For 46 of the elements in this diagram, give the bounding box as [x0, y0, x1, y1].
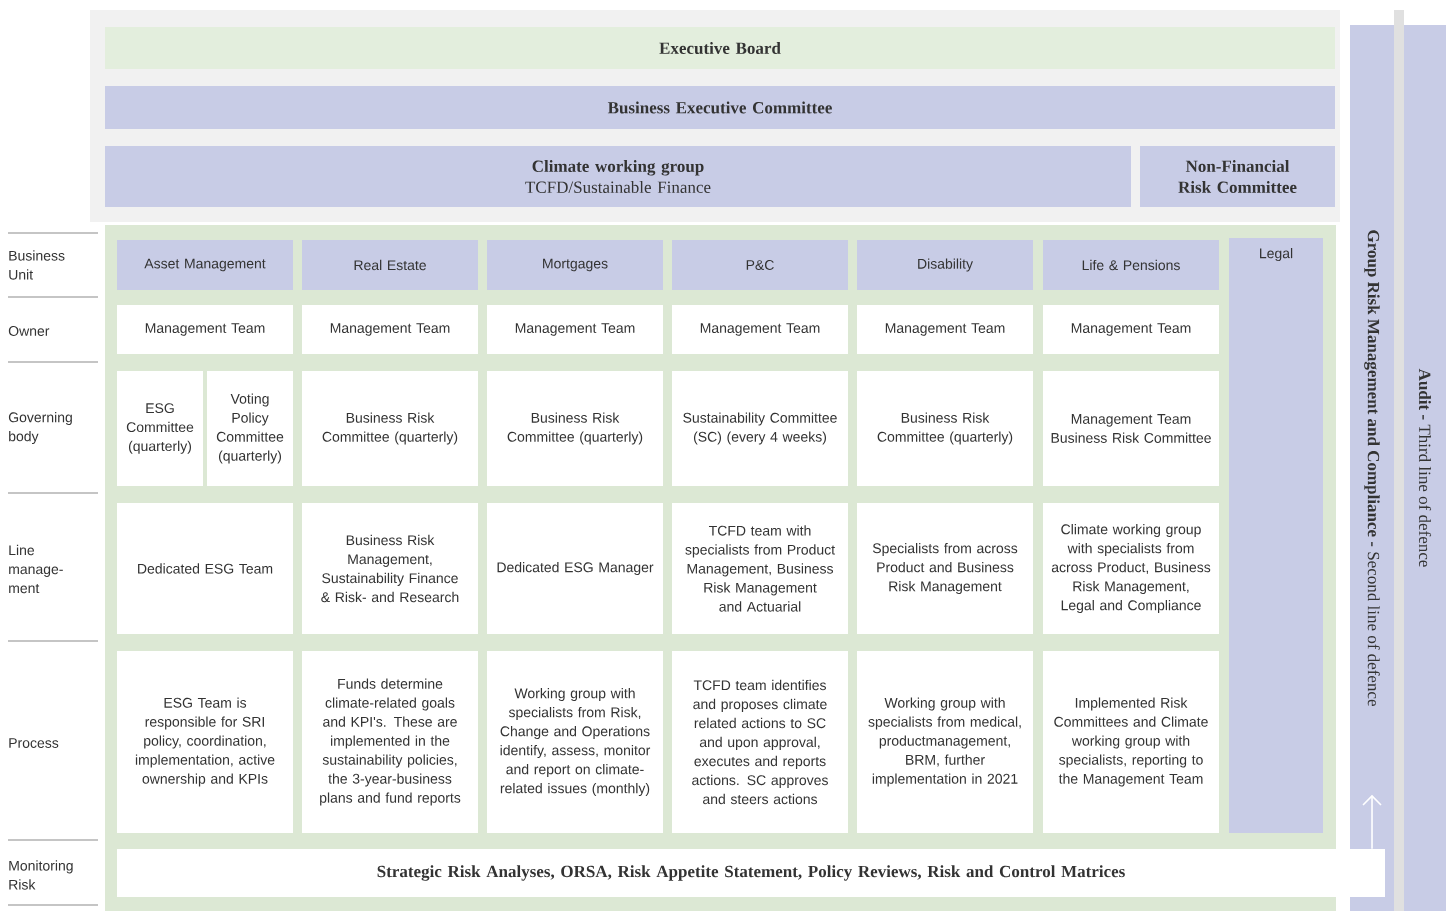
text-box: ESG Committee (quarterly) [117, 371, 203, 486]
text-box: Management Team [302, 305, 478, 354]
row-label: Business Unit [9, 250, 65, 280]
committee-box: Group Risk Management and Compliance - Second line of defence [1350, 25, 1394, 911]
committee-box: Legal [1229, 238, 1323, 833]
board-box: Executive Board [105, 27, 1335, 69]
text-box: Voting Policy Committee (quarterly) [207, 371, 293, 486]
text-box: Dedicated ESG Team [117, 503, 293, 634]
text-box: Climate working group with specialists from across Product, Business Risk Management, Legal and Compliance [1043, 503, 1219, 634]
text-box: Dedicated ESG Manager [487, 503, 663, 634]
text-box: Sustainability Committee (SC) (every 4 weeks) [672, 371, 848, 486]
committee-box: Business Executive Committee [105, 86, 1335, 129]
row-label: Process [9, 738, 59, 748]
text-box: Working group with specialists from Risk, Change and Operations identify, assess, monitor and report on climate-related issues (monthly) [487, 651, 663, 833]
row-label: Line manage- ment [9, 544, 63, 594]
arrow [1362, 794, 1382, 850]
committee-box: Asset Management [117, 240, 293, 290]
committee-box: Non-Financial Risk Committee [1140, 146, 1335, 207]
text-box: Funds determine climate-related goals and KPI's. These are implemented in the sustainability policies, the 3-year-business plans and fund reports [302, 651, 478, 833]
text-box: Working group with specialists from medical, productmanagement, BRM, further implementation in 2021 [857, 651, 1033, 833]
text-box: TCFD team with specialists from Product Management, Business Risk Management and Actuarial [672, 503, 848, 634]
text-box: Management Team [117, 305, 293, 354]
row-label: Monitoring Risk [9, 860, 73, 890]
text-box: Business Risk Committee (quarterly) [487, 371, 663, 486]
text-box: Management Team [1043, 305, 1219, 354]
text-box: Management Team [857, 305, 1033, 354]
row-label: Owner [8, 326, 50, 336]
committee-box: Real Estate [302, 240, 478, 290]
text-box: Strategic Risk Analyses, ORSA, Risk Appetite Statement, Policy Reviews, Risk and Control Matrices [117, 849, 1385, 897]
text-box: Business Risk Committee (quarterly) [302, 371, 478, 486]
committee-box: Life & Pensions [1043, 240, 1219, 290]
text-box: Management Team [672, 305, 848, 354]
committee-box: P&C [672, 240, 848, 290]
text-box: Business Risk Committee (quarterly) [857, 371, 1033, 486]
row-label: Governing body [8, 412, 72, 445]
text-box: ESG Team is responsible for SRI policy, coordination, implementation, active ownership and KPIs [117, 651, 293, 833]
text-box: Specialists from across Product and Business Risk Management [857, 503, 1033, 634]
committee-box: Climate working group TCFD/Sustainable Finance [105, 146, 1131, 207]
text-box: Implemented Risk Committees and Climate working group with specialists, reporting to the Management Team [1043, 651, 1219, 833]
text-box: Management Team [487, 305, 663, 354]
committee-box: Mortgages [487, 240, 663, 290]
committee-box: Audit - Third line of defence [1404, 25, 1446, 911]
committee-box: Disability [857, 240, 1033, 290]
text-box: Management Team Business Risk Committee [1043, 371, 1219, 486]
text-box: TCFD team identifies and proposes climate related actions to SC and upon approval, executes and reports actions. SC approves and steers actions [672, 651, 848, 833]
text-box: Business Risk Management, Sustainability Finance & Risk- and Research [302, 503, 478, 634]
